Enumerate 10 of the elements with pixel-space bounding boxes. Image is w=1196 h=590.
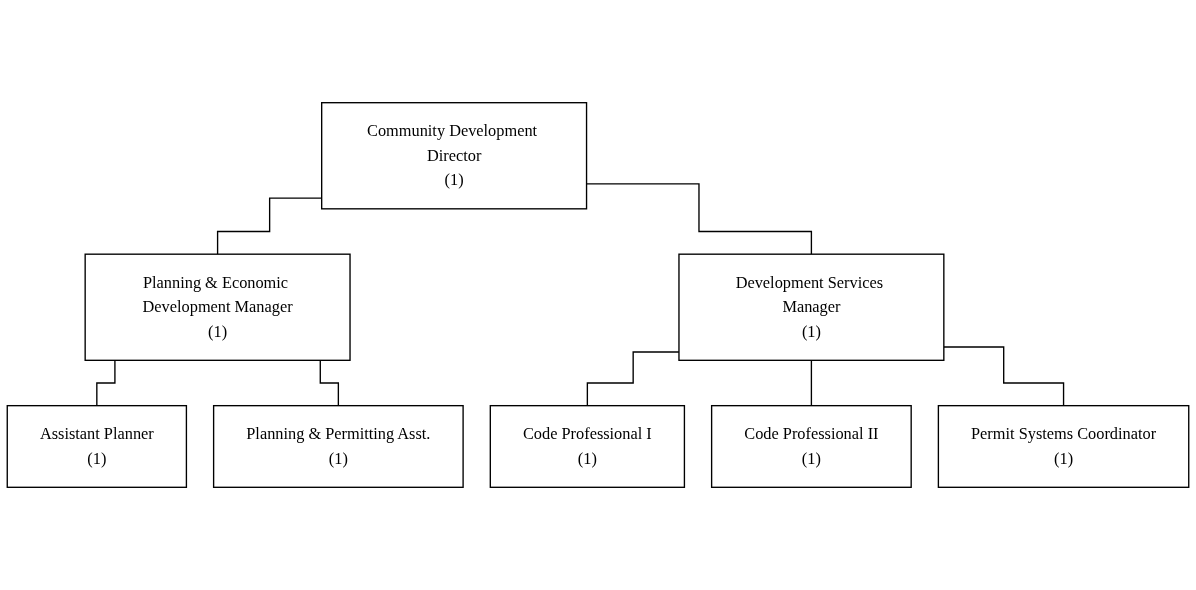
- node-box: Planning & Economic Development Manager (1): [84, 253, 351, 361]
- node-box: Development Services Manager (1): [678, 253, 945, 361]
- connector: [810, 359, 813, 407]
- node-box: Permit Systems Coordinator (1): [937, 405, 1190, 488]
- node-box: Code Professional II (1): [710, 405, 912, 488]
- node-box: Community Development Director (1): [321, 102, 588, 210]
- node-box: Assistant Planner (1): [6, 405, 188, 488]
- connector: [943, 346, 1065, 407]
- node-box: Planning & Permitting Asst. (1): [212, 405, 464, 488]
- node-box: Code Professional I (1): [489, 405, 686, 488]
